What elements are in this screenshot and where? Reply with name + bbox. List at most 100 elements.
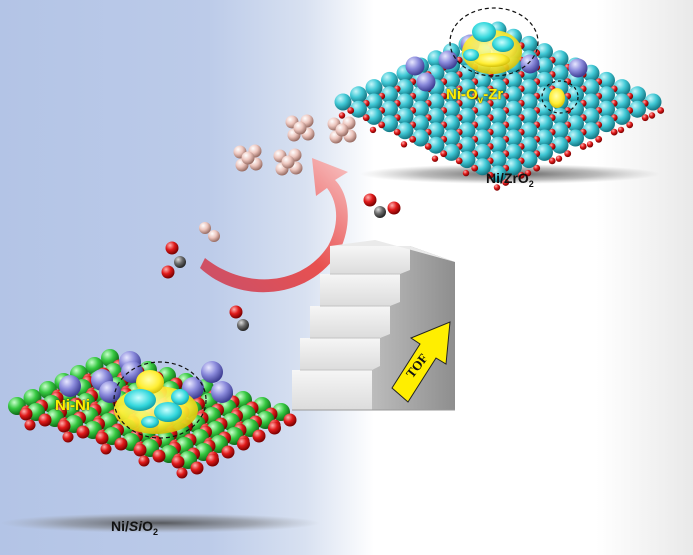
zr-atom: [520, 122, 538, 140]
reaction-arrow: [200, 158, 348, 293]
o-atom: [455, 157, 463, 165]
o-atom: [648, 112, 656, 119]
o-atom: [502, 179, 510, 186]
o-atom: [229, 305, 243, 319]
o-atom: [24, 419, 36, 431]
zr-atom: [350, 100, 367, 118]
tof-arrow: [391, 321, 451, 403]
zr-atom: [582, 79, 600, 97]
zr-atom: [443, 71, 460, 89]
zr-atom: [412, 115, 429, 133]
o-atom: [657, 107, 665, 114]
zr-atom: [474, 158, 491, 176]
o-atom: [486, 171, 494, 179]
zr-atom: [489, 93, 507, 111]
zr-atom: [505, 143, 522, 161]
h-atom: [281, 155, 295, 169]
o-atom: [190, 461, 204, 475]
zr-atom: [489, 107, 507, 125]
zr-atom: [536, 143, 553, 161]
ni-active-site-circle: [113, 361, 207, 439]
o-atom: [165, 241, 179, 255]
zr-atom: [474, 143, 491, 161]
zr-atom: [427, 136, 445, 154]
zr-atom: [598, 86, 615, 104]
o-atom: [440, 150, 448, 158]
zr-atom: [396, 107, 414, 125]
o-atom: [100, 443, 112, 455]
ni-atom: [568, 58, 588, 78]
zr-atom: [520, 35, 538, 53]
o-atom: [617, 126, 625, 134]
zr-atom: [567, 100, 584, 118]
o-atom: [555, 155, 563, 162]
zr-atom: [567, 86, 584, 104]
zr-atom: [489, 136, 507, 154]
staircase: [292, 240, 455, 411]
zr-atom: [412, 100, 429, 118]
o-atom: [95, 431, 109, 445]
zr-atom: [489, 165, 507, 183]
zr-atom: [334, 93, 352, 111]
ni-ov-zr-site-label: Ni-Ov-Zr: [446, 86, 504, 106]
o-atom: [268, 421, 281, 435]
ni-atom: [416, 72, 436, 92]
zr-atom: [536, 86, 553, 104]
zr-atom: [443, 86, 460, 104]
o-atom: [138, 455, 150, 467]
zr-atom: [536, 57, 553, 75]
h-atom: [335, 123, 349, 137]
zr-atom: [443, 100, 460, 118]
o-atom: [133, 443, 147, 457]
zr-atom: [551, 64, 569, 82]
zr-atom: [396, 79, 414, 97]
o-atom: [19, 407, 33, 421]
zr-atom: [520, 151, 538, 169]
o-atom: [431, 155, 439, 162]
zr-atom: [520, 93, 538, 111]
o-atom: [76, 425, 90, 439]
zr-atom: [443, 115, 460, 133]
zr-atom: [598, 71, 615, 89]
ni-ni-site-label: Ni-Ni: [55, 397, 90, 414]
zr-atom: [474, 86, 491, 104]
zr-atom: [536, 129, 553, 147]
h-atom: [241, 151, 255, 165]
zr-atom: [474, 115, 491, 133]
ni-atom: [405, 56, 425, 76]
zr-atom: [598, 100, 615, 118]
zr-atom: [365, 107, 383, 125]
o-atom: [161, 265, 175, 279]
ni-atom: [201, 361, 223, 383]
zr-atom: [536, 115, 553, 133]
zr-atom: [536, 43, 553, 61]
zr-atom: [474, 129, 491, 147]
zr-atom: [489, 122, 507, 140]
zr-atom: [505, 115, 522, 133]
molecules: [161, 114, 401, 331]
o-atom: [252, 429, 266, 443]
zr-atom: [381, 71, 398, 89]
zr-isosurface: [462, 22, 565, 108]
zr-atom: [551, 50, 569, 68]
o-atom: [347, 107, 355, 114]
zr-atom: [536, 100, 553, 118]
ni-atom: [211, 381, 233, 403]
zr-atom: [458, 79, 476, 97]
zr-atom: [520, 107, 538, 125]
zr-atom: [582, 93, 600, 111]
o-atom: [176, 467, 188, 479]
o-atom: [424, 143, 432, 150]
zr-atom: [551, 122, 569, 140]
zr-atom: [474, 71, 491, 89]
o-atom: [564, 150, 572, 158]
o-atom: [57, 419, 71, 433]
zr-atom: [381, 115, 398, 133]
zr-atom: [613, 79, 631, 97]
zr-atom: [629, 100, 646, 118]
zr-atom: [365, 79, 383, 97]
h-atom: [199, 222, 211, 234]
zr-atom: [613, 107, 631, 125]
zr-atom: [412, 129, 429, 147]
o-atom: [338, 112, 346, 119]
